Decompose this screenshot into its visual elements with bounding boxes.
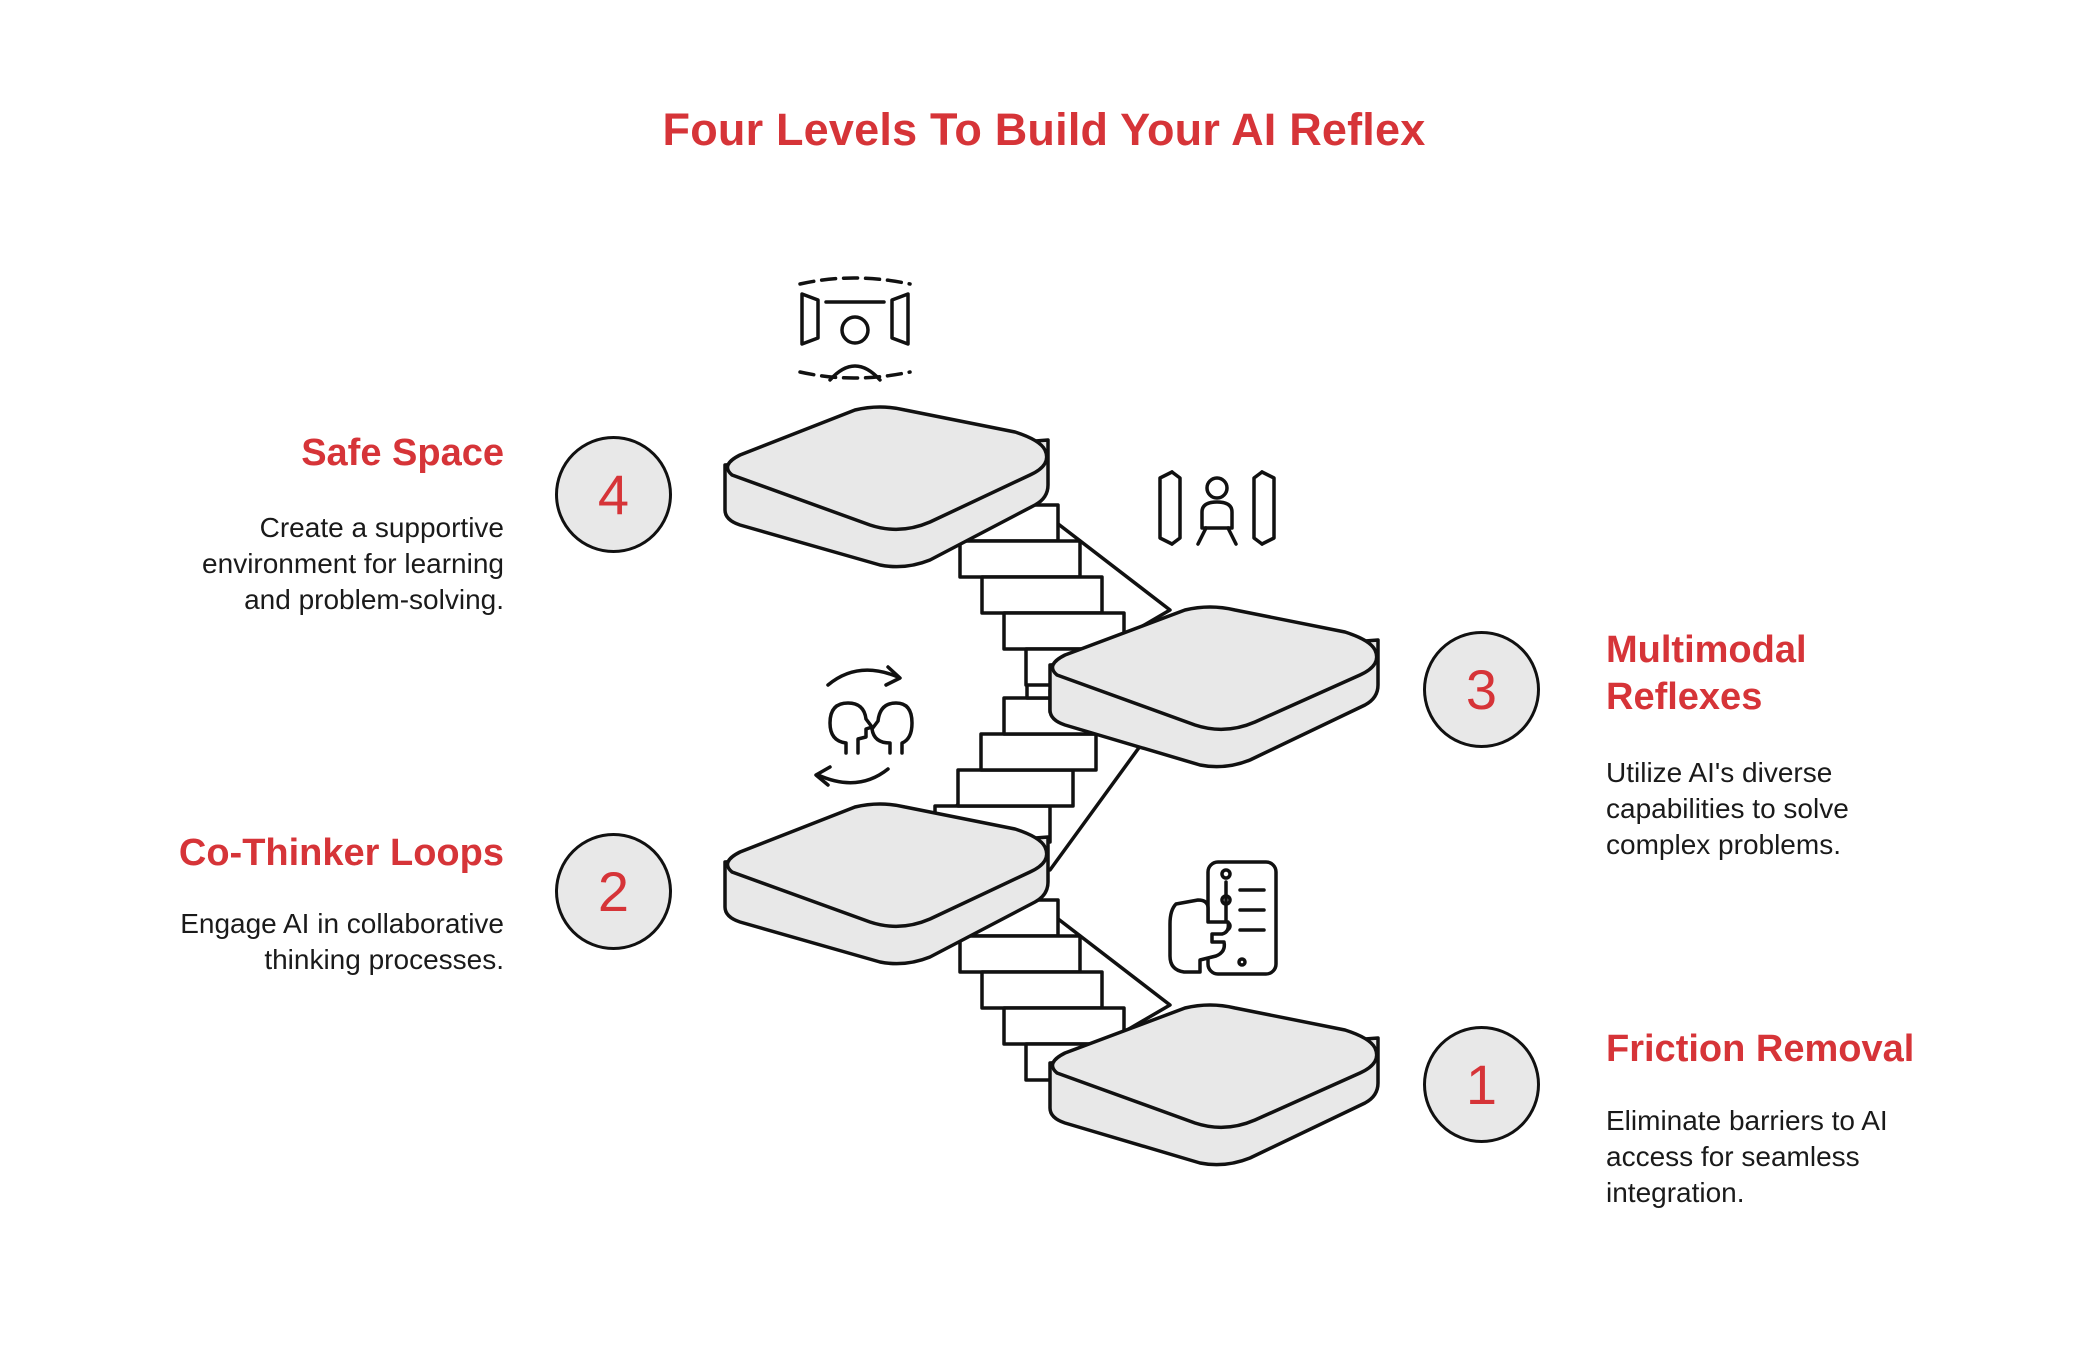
level-3-number: 3 <box>1465 658 1498 721</box>
person-in-room-icon <box>798 276 912 382</box>
page-title: Four Levels To Build Your AI Reflex <box>662 104 1426 155</box>
platform-level-1 <box>1048 1003 1380 1167</box>
level-4-number-badge: 4 <box>555 436 672 553</box>
two-heads-cycle-icon <box>814 665 914 787</box>
phone-hand-icon <box>1168 860 1278 976</box>
level-3-description-line: capabilities to solve <box>1606 793 1849 824</box>
level-3-title-line: Multimodal <box>1606 629 1807 671</box>
level-1-description-line: Eliminate barriers to AI <box>1606 1105 1888 1136</box>
level-1-number-badge: 1 <box>1423 1026 1540 1143</box>
level-3-title-line: Reflexes <box>1606 676 1763 718</box>
level-4-description-line: Create a supportive <box>259 512 504 543</box>
person-between-panels-icon <box>1158 470 1276 546</box>
level-1-number: 1 <box>1465 1053 1498 1116</box>
level-3-title: Multimodal Reflexes <box>1606 627 2006 721</box>
platform-level-4 <box>723 405 1050 569</box>
level-4-number: 4 <box>597 463 630 526</box>
level-1-description-line: integration. <box>1606 1177 1745 1208</box>
level-3-description-line: Utilize AI's diverse <box>1606 757 1833 788</box>
platform-level-3 <box>1048 605 1380 769</box>
level-2-description-line: thinking processes. <box>264 944 504 975</box>
level-3-number-badge: 3 <box>1423 631 1540 748</box>
platform-level-2 <box>723 802 1050 966</box>
level-4-title: Safe Space <box>301 432 504 474</box>
level-3-description-line: complex problems. <box>1606 829 1841 860</box>
level-1-description-line: access for seamless <box>1606 1141 1860 1172</box>
level-2-number: 2 <box>597 860 630 923</box>
level-2-description-line: Engage AI in collaborative <box>180 908 504 939</box>
level-1-title: Friction Removal <box>1606 1028 1915 1070</box>
level-4-description: Create a supportive environment for lear… <box>100 510 504 618</box>
level-2-description: Engage AI in collaborative thinking proc… <box>100 906 504 978</box>
level-1-description: Eliminate barriers to AI access for seam… <box>1606 1103 2026 1211</box>
level-4-description-line: environment for learning <box>202 548 504 579</box>
level-4-description-line: and problem-solving. <box>244 584 504 615</box>
level-2-title: Co-Thinker Loops <box>178 832 504 874</box>
level-2-number-badge: 2 <box>555 833 672 950</box>
level-3-description: Utilize AI's diverse capabilities to sol… <box>1606 755 2026 863</box>
